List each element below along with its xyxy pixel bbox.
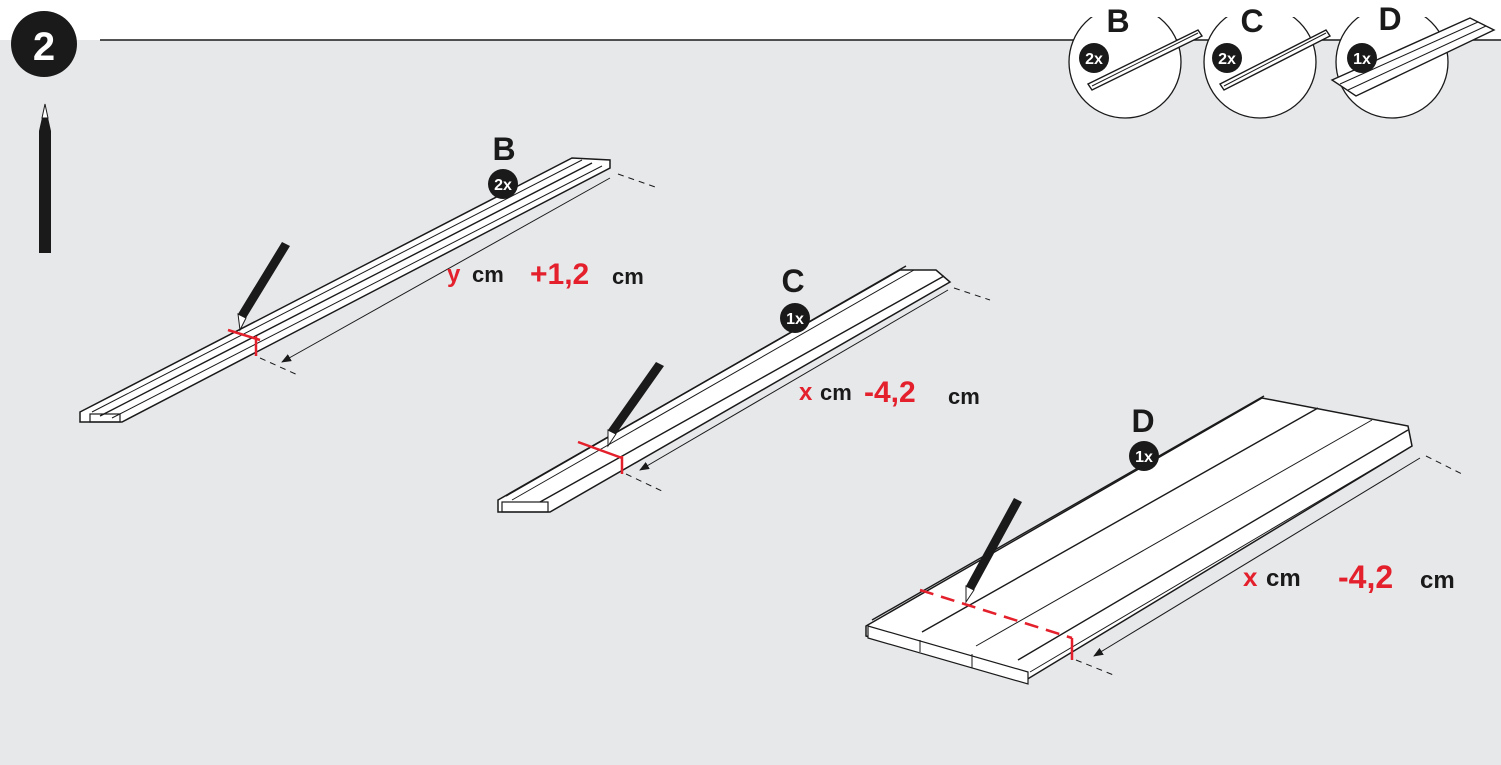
profile-c: C 1x x cm -4,2 cm [497, 263, 991, 513]
legend-qty-c: 2x [1218, 51, 1236, 68]
step-number: 2 [33, 25, 55, 69]
measure-unit2-d: cm [1420, 567, 1455, 594]
legend-part-b: B 2x [1068, 0, 1204, 119]
legend-part-c: C 2x [1203, 0, 1332, 119]
measure-unit2-c: cm [948, 384, 980, 409]
profile-letter-c: C [781, 263, 804, 299]
pencil-icon [965, 498, 1022, 604]
pencil-icon [237, 242, 290, 332]
profile-b: B 2x y cm +1,2 cm [79, 131, 659, 423]
measure-unit2-b: cm [612, 264, 644, 289]
measure-var-d: x [1243, 562, 1258, 592]
profile-letter-d: D [1131, 403, 1154, 439]
legend-qty-d: 1x [1353, 51, 1371, 68]
pencil-icon [39, 103, 51, 253]
profile-qty-d: 1x [1135, 449, 1153, 466]
measure-unit-d: cm [1266, 565, 1301, 592]
measure-unit-c: cm [820, 380, 852, 405]
profile-qty-c: 1x [786, 311, 804, 328]
profile-letter-b: B [492, 131, 515, 167]
pencil-icon [607, 362, 664, 448]
step-number-badge: 2 [11, 11, 77, 77]
measure-offset-c: -4,2 [864, 376, 916, 409]
legend-letter-d: D [1378, 1, 1401, 37]
measure-var-c: x [799, 379, 813, 406]
legend-letter-b: B [1106, 3, 1129, 39]
background-panel [0, 40, 1501, 765]
legend-qty-b: 2x [1085, 51, 1103, 68]
profile-qty-b: 2x [494, 177, 512, 194]
measure-offset-d: -4,2 [1338, 559, 1393, 595]
legend-part-d: D 1x [1330, 0, 1496, 119]
legend-letter-c: C [1240, 3, 1263, 39]
measure-unit-b: cm [472, 262, 504, 287]
profile-d: D 1x x cm -4,2 cm [865, 395, 1463, 685]
measure-offset-b: +1,2 [530, 258, 589, 291]
measure-var-b: y [447, 261, 461, 288]
